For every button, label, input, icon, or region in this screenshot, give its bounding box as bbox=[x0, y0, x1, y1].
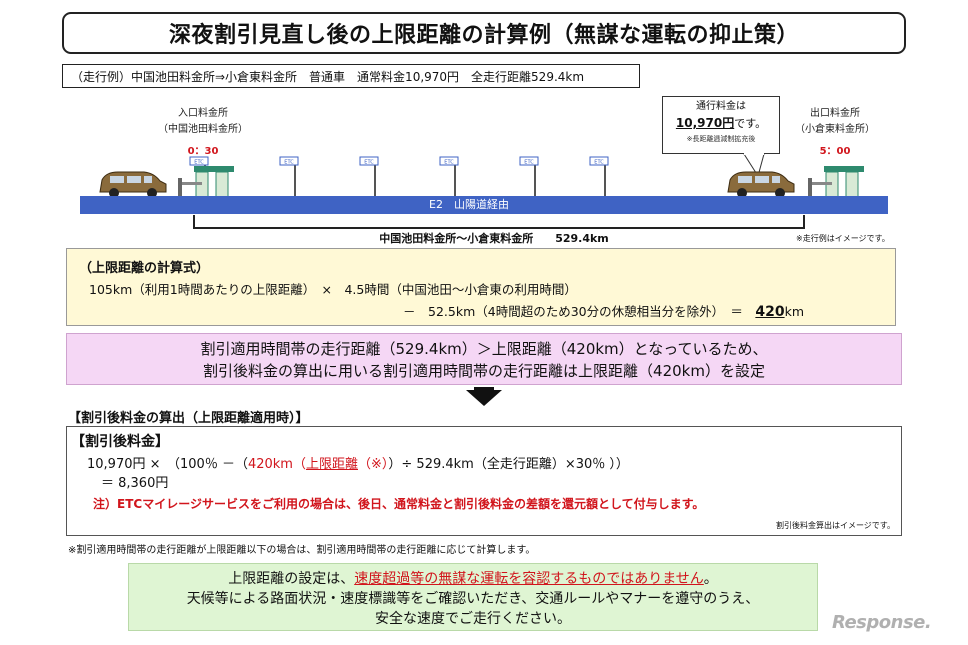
calc-expr-b: 420km（ bbox=[247, 457, 306, 472]
exit-name: （小倉東料金所） bbox=[795, 124, 875, 135]
explanation-box: 割引適用時間帯の走行距離（529.4km）＞上限距離（420km）となっているた… bbox=[66, 333, 902, 385]
entry-time: 0：30 bbox=[187, 146, 219, 157]
example-text: （走行例）中国池田料金所⇒小倉東料金所 普通車 通常料金10,970円 全走行距… bbox=[71, 69, 585, 84]
etc-gantry-icon: ETC bbox=[359, 156, 379, 199]
svg-text:ETC: ETC bbox=[444, 160, 454, 166]
safety-line3: 安全な速度でご走行ください。 bbox=[375, 611, 571, 627]
calc-expression: 10,970円 × （100％ －（420km（上限距離（※））÷ 529.4k… bbox=[87, 453, 629, 472]
car-at-entry-icon bbox=[99, 171, 167, 198]
calc-image-note: 割引後料金算出はイメージです。 bbox=[775, 521, 895, 530]
toll-callout-line1: 通行料金は bbox=[696, 101, 746, 112]
car-at-exit-icon bbox=[727, 171, 795, 198]
exit-title: 出口料金所 bbox=[810, 108, 860, 119]
formula-line2: － 52.5km（4時間超のため30分の休憩相当分を除外） ＝ 420km bbox=[403, 301, 804, 320]
etc-gantry-icon: ETC bbox=[519, 156, 539, 199]
road-label: E2 山陽道経由 bbox=[429, 198, 509, 211]
calc-expr-d: （※） bbox=[358, 457, 389, 472]
formula-heading: （上限距離の計算式） bbox=[79, 261, 210, 276]
example-box: （走行例）中国池田料金所⇒小倉東料金所 普通車 通常料金10,970円 全走行距… bbox=[62, 64, 640, 88]
safety-post: 。 bbox=[703, 571, 718, 587]
svg-text:ETC: ETC bbox=[524, 160, 534, 166]
title-box: 深夜割引見直し後の上限距離の計算例（無謀な運転の抑止策） bbox=[62, 12, 906, 54]
exit-toll-booth-icon bbox=[808, 166, 864, 199]
explanation-line2: 割引後料金の算出に用いる割引適用時間帯の走行距離は上限距離（420km）を設定 bbox=[203, 362, 765, 380]
exit-time: 5：00 bbox=[819, 146, 851, 157]
toll-callout: 通行料金は 10,970円です。 ※長距離逓減制拡充後 bbox=[662, 96, 780, 154]
safety-message-box: 上限距離の設定は、速度超過等の無謀な運転を容認するものではありません。 天候等に… bbox=[128, 563, 818, 631]
calc-subheading: 【割引後料金】 bbox=[71, 434, 169, 450]
etc-gantries: ETC ETC ETC ETC ETC ETC bbox=[189, 156, 609, 199]
calc-result: ＝ 8,360円 bbox=[101, 476, 169, 491]
etc-gantry-icon: ETC bbox=[439, 156, 459, 199]
calc-expr-c: 上限距離 bbox=[305, 457, 358, 472]
toll-suffix: です。 bbox=[734, 117, 767, 130]
etc-gantry-icon: ETC bbox=[279, 156, 299, 199]
down-arrow-shaft bbox=[474, 387, 494, 392]
response-watermark-logo: Response. bbox=[832, 612, 932, 633]
page-title: 深夜割引見直し後の上限距離の計算例（無謀な運転の抑止策） bbox=[168, 23, 799, 48]
callout-pointer bbox=[743, 150, 765, 178]
calc-box: 【割引後料金】 10,970円 × （100％ －（420km（上限距離（※））… bbox=[66, 426, 902, 536]
down-arrow-icon bbox=[466, 390, 502, 406]
safety-line2: 天候等による路面状況・速度標識等をご確認いただき、交通ルールやマナーを遵守のうえ… bbox=[186, 591, 760, 607]
formula-line2-prefix: － 52.5km（4時間超のため30分の休憩相当分を除外） ＝ bbox=[403, 304, 756, 319]
svg-text:ETC: ETC bbox=[594, 160, 604, 166]
calc-expr-e: ）÷ 529.4km（全走行距離）×30％ ）） bbox=[388, 457, 629, 472]
explanation-line1: 割引適用時間帯の走行距離（529.4km）＞上限距離（420km）となっているた… bbox=[200, 340, 768, 358]
calc-etc-note: 注）ETCマイレージサービスをご利用の場合は、後日、通常料金と割引後料金の差額を… bbox=[93, 497, 705, 511]
example-image-note: ※走行例はイメージです。 bbox=[796, 234, 890, 243]
formula-box: （上限距離の計算式） 105km（利用1時間あたりの上限距離） × 4.5時間（… bbox=[66, 248, 896, 326]
entry-toll-booth-icon bbox=[178, 166, 234, 199]
formula-result-unit: km bbox=[784, 304, 805, 319]
distance-label-wrap: 中国池田料金所～小倉東料金所 529.4km bbox=[0, 230, 968, 246]
safety-pre: 上限距離の設定は、 bbox=[228, 571, 355, 587]
distance-bracket bbox=[193, 215, 805, 229]
expressway-road bbox=[80, 196, 888, 214]
etc-gantry-icon: ETC bbox=[589, 156, 609, 199]
entry-title: 入口料金所 bbox=[178, 108, 228, 119]
svg-text:ETC: ETC bbox=[194, 160, 204, 166]
calc-section-header: 【割引後料金の算出（上限距離適用時）】 bbox=[68, 411, 309, 426]
distance-label: 中国池田料金所～小倉東料金所 529.4km bbox=[379, 232, 609, 245]
svg-text:ETC: ETC bbox=[284, 160, 294, 166]
safety-emphasis: 速度超過等の無謀な運転を容認するものではありません bbox=[354, 571, 704, 587]
formula-line1: 105km（利用1時間あたりの上限距離） × 4.5時間（中国池田～小倉東の利用… bbox=[89, 282, 577, 297]
toll-amount: 10,970円 bbox=[675, 116, 735, 130]
safety-line1: 上限距離の設定は、速度超過等の無謀な運転を容認するものではありません。 bbox=[129, 569, 817, 589]
road-label-wrap: E2 山陽道経由 bbox=[0, 196, 968, 214]
svg-text:ETC: ETC bbox=[364, 160, 374, 166]
calc-expr-a: 10,970円 × （100％ －（ bbox=[87, 457, 248, 472]
bottom-note: ※割引適用時間帯の走行距離が上限距離以下の場合は、割引適用時間帯の走行距離に応じ… bbox=[68, 545, 536, 556]
toll-callout-note: ※長距離逓減制拡充後 bbox=[686, 135, 756, 143]
entry-name: （中国池田料金所） bbox=[158, 124, 248, 135]
formula-result-value: 420 bbox=[755, 304, 785, 320]
